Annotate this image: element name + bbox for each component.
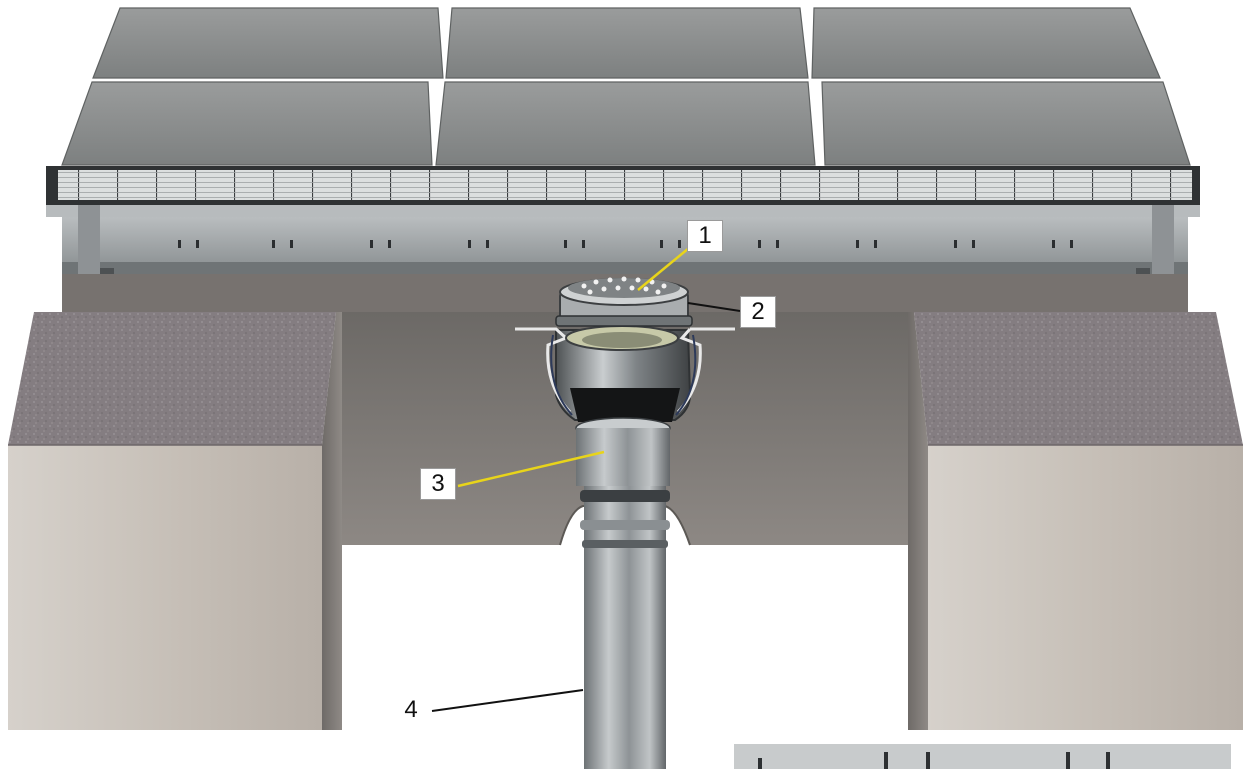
concrete-block-right — [908, 312, 1243, 730]
downpipe — [580, 480, 670, 769]
callout-label-1: 1 — [687, 220, 723, 252]
leader-line-4 — [431, 689, 584, 712]
drainage-grate — [46, 166, 1200, 205]
leader-line-2 — [687, 302, 741, 312]
paver-row-back — [92, 7, 1161, 79]
callout-label-3: 3 — [420, 468, 456, 500]
concrete-block-left — [8, 312, 342, 730]
drain-grate-top — [555, 276, 693, 327]
partial-rail-bottom-right — [734, 744, 1231, 769]
leader-line-3 — [457, 450, 605, 488]
callout-label-2: 2 — [740, 296, 776, 328]
channel-frame — [46, 205, 1200, 305]
callout-leaders — [431, 247, 741, 712]
callout-label-4: 4 — [404, 696, 418, 723]
roof-drain-body — [515, 325, 735, 486]
leader-line-1 — [637, 247, 690, 291]
paver-row-front — [61, 81, 1191, 166]
